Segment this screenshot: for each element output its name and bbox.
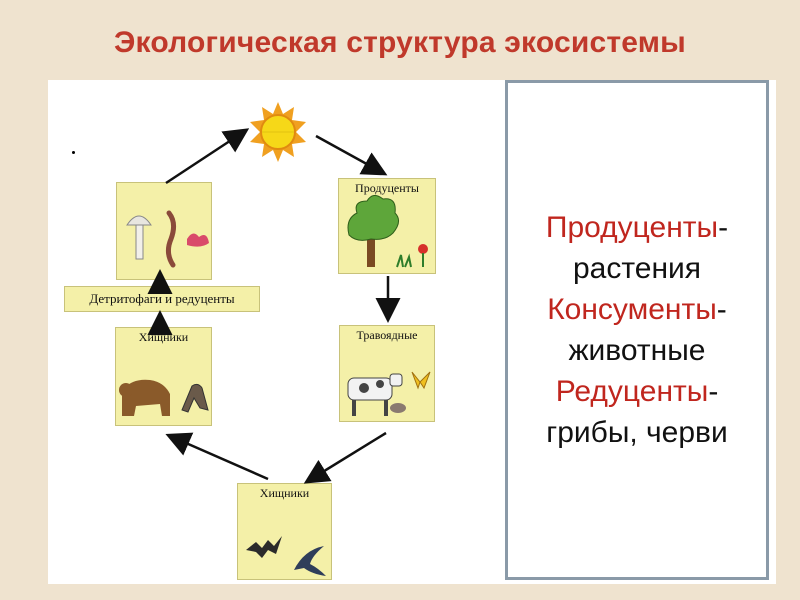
legend-decomposers-term: Редуценты	[555, 375, 709, 408]
legend-line-producers: Продуценты-	[546, 207, 728, 248]
card-predators-bottom-label: Хищники	[259, 486, 310, 500]
bear-icon	[119, 379, 209, 416]
legend-box: Продуценты- растения Консументы- животны…	[505, 80, 769, 580]
card-producers-label: Продуценты	[355, 181, 419, 195]
card-producers: Продуценты	[338, 178, 436, 274]
legend-dash: -	[708, 375, 719, 408]
legend-producers-desc: растения	[572, 252, 702, 285]
legend-line-consumers: Консументы-	[547, 289, 727, 330]
tree-icon	[347, 195, 428, 268]
mushroom-worm-icon	[126, 210, 209, 268]
legend-consumers-term: Консументы	[547, 293, 717, 326]
legend-line-decomposers: Редуценты-	[556, 371, 719, 412]
arrow-detritivores-to-sun	[165, 128, 250, 185]
bat-bird-icon	[246, 536, 326, 576]
eagle-icon	[181, 383, 209, 413]
legend-decomposers-desc: грибы, черви	[546, 416, 728, 449]
arrow-sun-to-producers	[315, 134, 388, 176]
arrow-herbivores-to-predators-bottom	[303, 431, 387, 484]
sun-icon	[250, 102, 306, 162]
card-herbivores: Травоядные	[339, 325, 435, 422]
arrow-predators-bottom-to-left	[165, 432, 269, 481]
legend-dash: -	[718, 211, 729, 244]
card-herbivores-label: Травоядные	[356, 328, 418, 342]
card-decomposers	[116, 182, 212, 280]
label-detritivores: Детритофаги и редуценты	[64, 286, 260, 312]
stray-dot	[72, 151, 75, 154]
legend-dash: -	[716, 293, 727, 326]
card-predators-bottom: Хищники	[237, 483, 332, 580]
legend-consumers-desc: животные	[568, 334, 706, 367]
flower-icon	[418, 244, 428, 267]
page-title: Экологическая структура экосистемы	[114, 26, 686, 59]
butterfly-icon	[411, 371, 431, 390]
cow-icon	[347, 371, 431, 416]
legend-producers-term: Продуценты	[545, 211, 719, 244]
